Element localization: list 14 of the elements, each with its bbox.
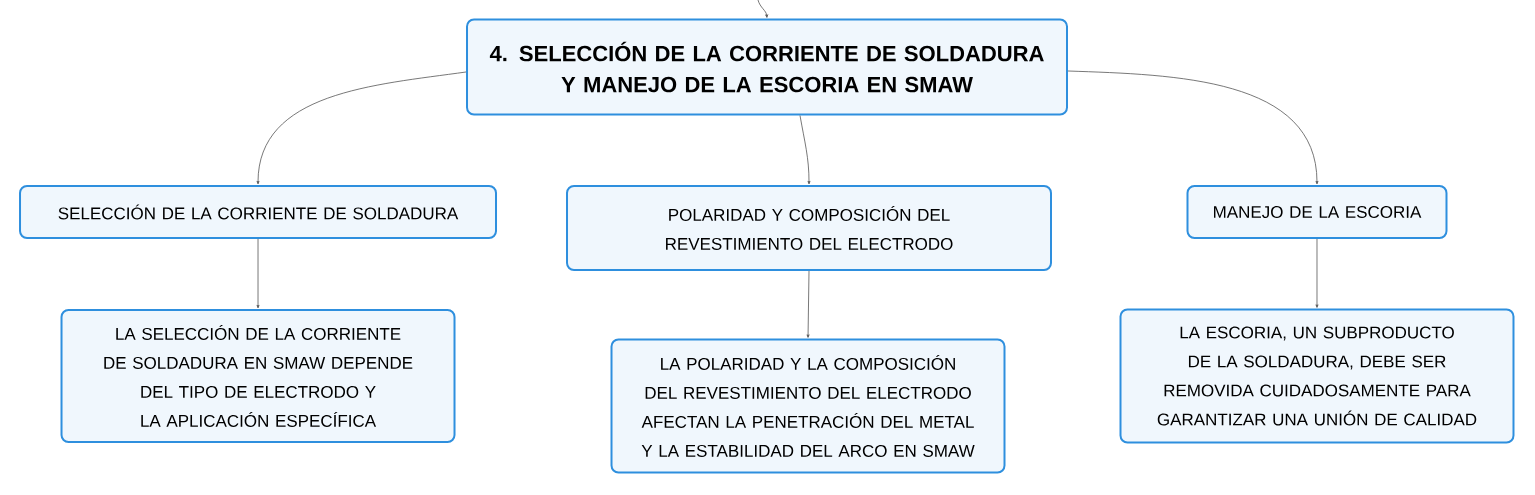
arrow [799, 115, 811, 185]
note-box: LA SELECCIÓN DE LA CORRIENTE DE SOLDADURA EN SMAW DEPENDE DEL TIPO DE ELECTRODO Y LA APLICACIÓN ESPECÍFICA [60, 309, 456, 443]
subtopic-box: SELECCIÓN DE LA CORRIENTE DE SOLDADURA [19, 185, 497, 239]
subtopic-box: POLARIDAD Y COMPOSICIÓN DEL REVESTIMIENTO DEL ELECTRODO [566, 185, 1052, 271]
note-box: LA ESCORIA, UN SUBPRODUCTO DE LA SOLDADURA, DEBE SER REMOVIDA CUIDADOSAMENTE PARA GARANTIZAR UNA UNIÓN DE CALIDAD [1119, 308, 1515, 444]
arrow [256, 238, 260, 309]
arrow [1067, 70, 1319, 185]
arrow [256, 71, 467, 185]
subtopic-box: MANEJO DE LA ESCORIA [1186, 185, 1448, 239]
arrow [806, 270, 810, 338]
arrow [757, 0, 769, 18]
note-box: LA POLARIDAD Y LA COMPOSICIÓN DEL REVESTIMIENTO DEL ELECTRODO AFECTAN LA PENETRACIÓN DEL METAL Y LA ESTABILIDAD DEL ARCO EN SMAW [610, 338, 1006, 474]
topic-box: 4. SELECCIÓN DE LA CORRIENTE DE SOLDADURA Y MANEJO DE LA ESCORIA EN SMAW [466, 18, 1068, 116]
arrow [1315, 238, 1319, 308]
